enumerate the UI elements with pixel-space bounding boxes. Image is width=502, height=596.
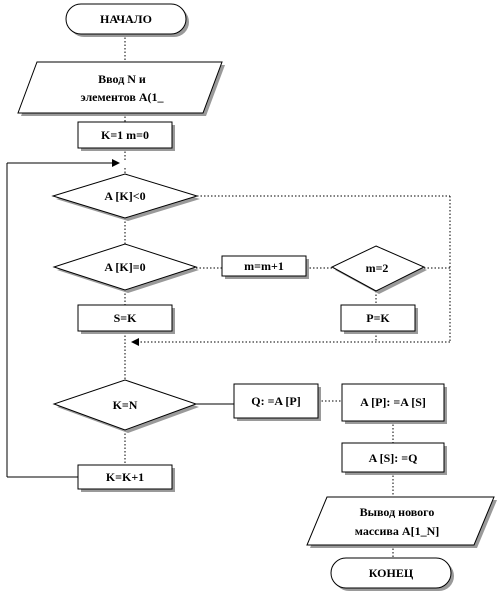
- kn-decision: K=N: [52, 379, 199, 433]
- input-label-line2: элементов A(1_: [80, 90, 164, 104]
- assign-s-process: S=K: [77, 304, 175, 334]
- m2-decision: m=2: [330, 245, 427, 294]
- increment-m-process: m=m+1: [221, 255, 309, 279]
- increment-k-process: K=K+1: [77, 464, 175, 492]
- m2-label: m=2: [366, 261, 389, 275]
- input-parallelogram: Ввод N и элементов A(1_: [17, 61, 225, 116]
- negative-decision: A [K]<0: [51, 173, 200, 221]
- negative-label: A [K]<0: [104, 189, 145, 203]
- swap-s-process: A [S]: =Q: [341, 442, 447, 475]
- swap-p-process: A [P]: =A [S]: [341, 383, 447, 424]
- connectors: [6, 34, 451, 558]
- assign-p-process: P=K: [340, 304, 418, 334]
- zero-label: A [K]=0: [104, 260, 145, 274]
- init-process: K=1 m=0: [77, 121, 175, 151]
- zero-decision: A [K]=0: [52, 243, 199, 293]
- swap-p-label: A [P]: =A [S]: [360, 395, 426, 409]
- output-label-line2: массива A[1_N]: [355, 524, 439, 538]
- input-label-line1: Ввод N и: [98, 72, 146, 86]
- end-label: КОНЕЦ: [369, 566, 414, 580]
- swap-q-label: Q: =A [P]: [251, 394, 301, 408]
- assign-p-label: P=K: [366, 311, 390, 325]
- output-label-line1: Вывод нового: [360, 505, 435, 519]
- assign-s-label: S=K: [114, 311, 138, 325]
- increment-m-label: m=m+1: [244, 259, 284, 273]
- output-parallelogram: Вывод нового массива A[1_N]: [306, 496, 497, 548]
- start-terminal: НАЧАЛО: [65, 3, 189, 37]
- start-label: НАЧАЛО: [100, 12, 152, 26]
- end-terminal: КОНЕЦ: [330, 557, 454, 591]
- init-label: K=1 m=0: [101, 128, 149, 142]
- kn-label: K=N: [113, 398, 138, 412]
- swap-q-process: Q: =A [P]: [233, 383, 321, 421]
- increment-k-label: K=K+1: [106, 470, 144, 484]
- swap-s-label: A [S]: =Q: [369, 451, 418, 465]
